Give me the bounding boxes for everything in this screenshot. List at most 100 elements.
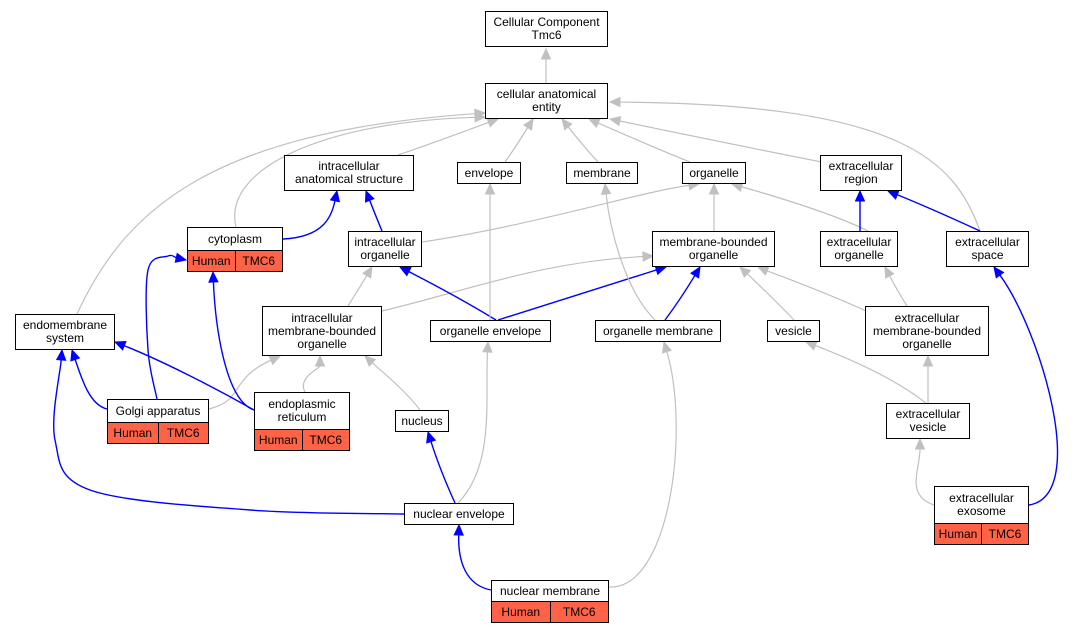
edge-line [408, 270, 497, 321]
arrowhead [922, 354, 934, 367]
edge-omem-to-membrane [600, 182, 656, 321]
edge-embo-to-eco [884, 265, 908, 307]
species-tag: Human [255, 430, 302, 450]
node-nenv[interactable]: nuclear envelope [404, 503, 514, 525]
edge-line [421, 184, 690, 243]
node-label: nuclear membrane [492, 581, 608, 601]
edge-line [397, 121, 489, 156]
node-vesicle[interactable]: vesicle [767, 320, 820, 342]
edge-endo-to-cae [76, 108, 487, 315]
edge-line [457, 351, 489, 504]
edge-line [371, 362, 421, 411]
node-omem[interactable]: organelle membrane [595, 320, 721, 342]
arrowhead [642, 251, 655, 262]
edge-line [815, 345, 927, 404]
node-label: organelle [683, 163, 745, 183]
node-oenv[interactable]: organelle envelope [430, 320, 551, 342]
node-label-line: organelle [360, 248, 410, 262]
edge-mbo-to-organelle [708, 182, 720, 231]
edge-line [889, 275, 908, 307]
node-label-line: Tmc6 [531, 28, 562, 42]
edge-line [746, 273, 795, 321]
arrowhead [268, 355, 282, 366]
edge-line [53, 359, 405, 515]
node-envelope[interactable]: envelope [457, 162, 521, 184]
edge-nenv-to-oenv [457, 340, 493, 504]
species-tag: Human [935, 524, 981, 544]
node-membrane[interactable]: membrane [566, 162, 638, 184]
node-label-line: Cellular Component [493, 15, 600, 29]
edge-line [282, 200, 336, 240]
edge-oenv-to-io [398, 266, 497, 321]
arrowhead [540, 47, 552, 60]
edge-cae-to-root [540, 47, 552, 83]
edge-ecv-to-embo [922, 354, 934, 403]
edge-golgi-to-imbo [208, 355, 282, 410]
edge-golgi-to-endo [70, 348, 108, 410]
edge-line [145, 254, 177, 400]
node-label-line: intracellular [354, 235, 416, 249]
edge-line [76, 113, 476, 315]
arrowhead [522, 117, 534, 131]
node-label: membrane [567, 163, 637, 183]
gene-tag: TMC6 [549, 602, 608, 622]
edge-er-to-endo [113, 341, 255, 411]
edge-line [664, 275, 696, 321]
edge-line [381, 255, 644, 312]
edge-golgi-to-cytoplasm [145, 252, 188, 400]
edge-er-to-cytoplasm [208, 270, 255, 411]
node-label-line: cytoplasm [207, 231, 263, 246]
node-label-line: exosome [957, 504, 1006, 518]
arrowhead [756, 266, 770, 276]
arrowhead [608, 115, 622, 127]
edge-line [999, 274, 1059, 506]
edge-line [208, 359, 272, 410]
node-label-line: reticulum [277, 410, 327, 424]
edge-exo-to-ecs [993, 266, 1059, 506]
arrowhead [174, 252, 188, 263]
arrowhead [329, 189, 341, 203]
edge-line [430, 441, 456, 504]
node-label-line: organelle [902, 336, 952, 351]
arrowhead [661, 340, 673, 354]
arrowhead [55, 348, 67, 361]
node-nucleus[interactable]: nucleus [395, 410, 449, 432]
node-label-line: membrane-bounded [872, 323, 982, 338]
species-tag: Human [108, 423, 158, 443]
node-organelle[interactable]: organelle [682, 162, 746, 184]
node-label: cytoplasm [188, 228, 282, 250]
edge-line [608, 351, 677, 588]
edge-line [741, 186, 869, 232]
node-label: nuclear envelope [405, 504, 513, 524]
node-label-line: intracellular [318, 159, 380, 173]
node-label-line: organelle [689, 165, 739, 180]
edge-exo-to-ecv [914, 437, 935, 506]
arrowhead [739, 266, 752, 279]
node-label-line: intracellular [291, 310, 353, 325]
